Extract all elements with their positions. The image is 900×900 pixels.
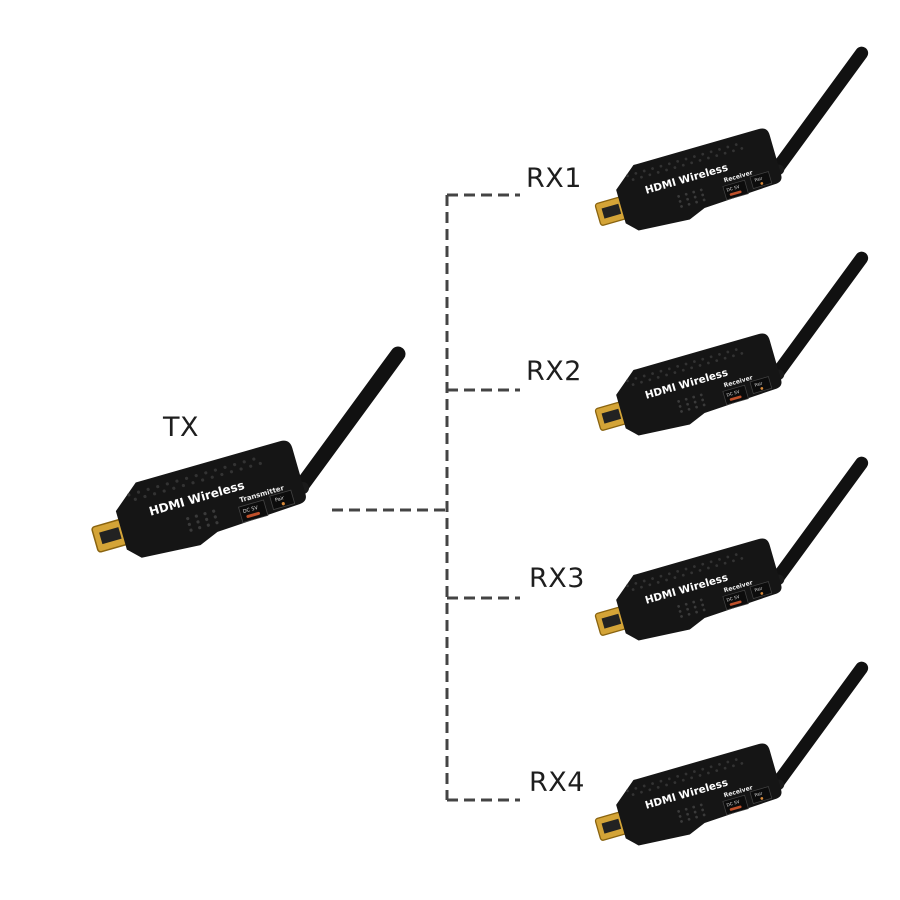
status-led xyxy=(760,387,764,390)
power-port xyxy=(246,511,261,518)
power-port xyxy=(729,395,742,401)
rx4-device: HDMI Wireless Receiver DC 5V Pair xyxy=(594,661,869,846)
device-body xyxy=(616,128,782,231)
rx4-label: RX4 xyxy=(529,767,585,798)
antenna xyxy=(769,251,869,382)
rx3-device: HDMI Wireless Receiver DC 5V Pair xyxy=(594,456,869,641)
antenna xyxy=(292,346,406,496)
power-port xyxy=(729,805,742,811)
rx3-label: RX3 xyxy=(529,563,585,594)
port-label: DC 5V xyxy=(242,505,259,515)
pair-button-label: Pair xyxy=(274,495,286,504)
pair-button-label: Pair xyxy=(754,381,764,389)
power-port xyxy=(729,600,742,606)
pair-button-label: Pair xyxy=(754,176,764,184)
connection-lines xyxy=(332,193,520,802)
tx-device: HDMI Wireless Transmitter DC 5V Pair xyxy=(91,346,406,558)
device-body xyxy=(115,440,306,558)
power-port xyxy=(729,190,742,196)
port-label: DC 5V xyxy=(726,184,741,193)
antenna xyxy=(769,661,869,792)
status-led xyxy=(760,592,764,595)
rx2-device: HDMI Wireless Receiver DC 5V Pair xyxy=(594,251,869,436)
rx1-label: RX1 xyxy=(526,163,582,194)
pair-button-label: Pair xyxy=(754,791,764,799)
rx1-device: HDMI Wireless Receiver DC 5V Pair xyxy=(594,46,869,231)
device-body xyxy=(616,743,782,846)
antenna xyxy=(769,456,869,587)
port-label: DC 5V xyxy=(726,594,741,603)
device-body xyxy=(616,333,782,436)
status-led xyxy=(281,502,285,506)
rx2-label: RX2 xyxy=(526,356,582,387)
port-label: DC 5V xyxy=(726,799,741,808)
pair-button-label: Pair xyxy=(754,586,764,594)
status-led xyxy=(760,182,764,185)
port-label: DC 5V xyxy=(726,389,741,398)
status-led xyxy=(760,797,764,800)
antenna xyxy=(769,46,869,177)
tx-label: TX xyxy=(163,412,199,443)
device-body xyxy=(616,538,782,641)
